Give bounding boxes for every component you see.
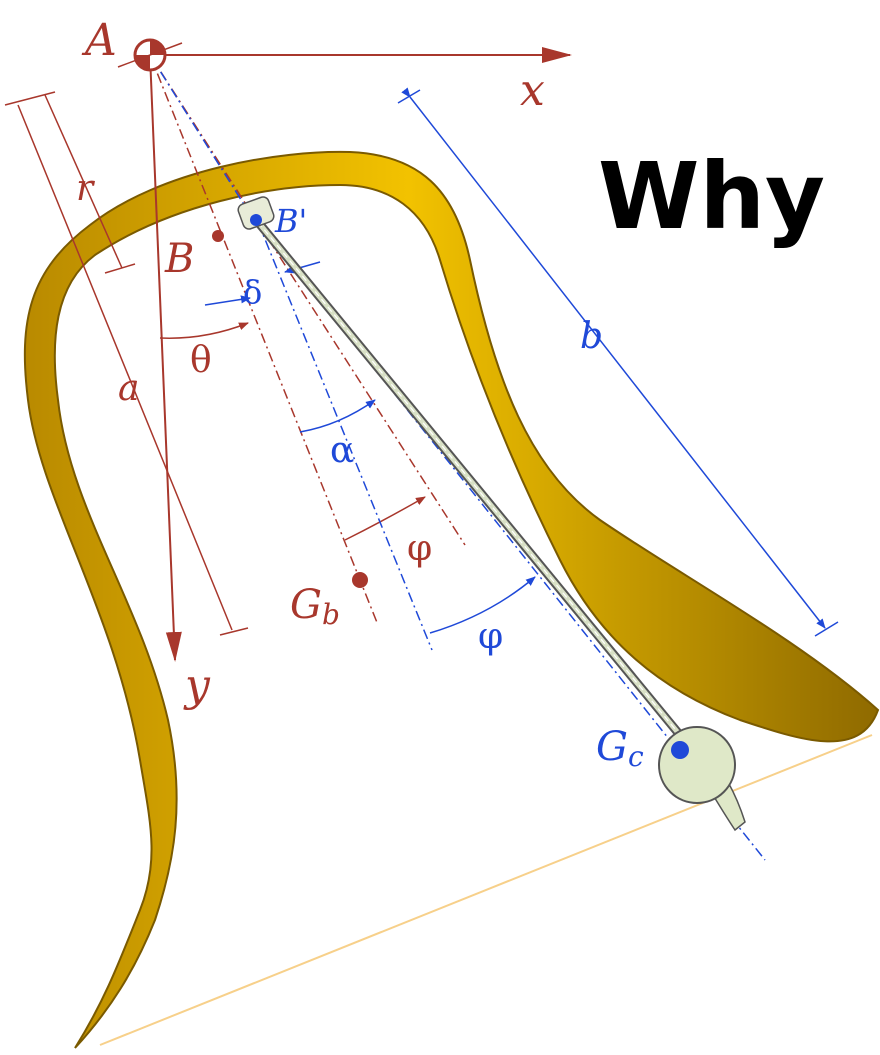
rim-line bbox=[99, 734, 873, 1046]
label-Gb: Gb bbox=[290, 582, 340, 631]
clapper-ball bbox=[658, 726, 736, 804]
label-phi-blue: φ bbox=[478, 616, 503, 657]
b-tick-top bbox=[397, 89, 421, 104]
b-dimension-line bbox=[401, 87, 826, 629]
delta-line bbox=[204, 295, 251, 306]
pivot-bracket bbox=[237, 196, 275, 230]
dim-tick-top bbox=[4, 91, 56, 106]
theta-arc bbox=[159, 322, 249, 339]
r-dimension-line bbox=[44, 94, 123, 269]
delta-line-2 bbox=[284, 261, 321, 274]
caption-why: Why bbox=[598, 143, 825, 250]
label-x: x bbox=[520, 65, 545, 116]
clapper-rest-line bbox=[149, 54, 256, 223]
point-B-prime bbox=[250, 214, 262, 226]
alpha-arc bbox=[299, 399, 376, 433]
a-dimension-line bbox=[17, 104, 233, 631]
label-phi-red: φ bbox=[407, 528, 432, 569]
label-Gc: Gc bbox=[596, 724, 644, 773]
point-A-crosshair bbox=[117, 42, 183, 68]
y-axis-line bbox=[149, 54, 182, 662]
label-delta: δ bbox=[243, 273, 262, 311]
bell-body bbox=[23, 150, 880, 1049]
b-tick-bottom bbox=[814, 621, 839, 637]
label-b: b bbox=[580, 316, 603, 357]
clapper-rod-center bbox=[257, 221, 685, 741]
dim-tick-r bbox=[104, 263, 136, 274]
dim-tick-a bbox=[219, 627, 249, 636]
label-alpha: α bbox=[330, 430, 354, 471]
label-y: y bbox=[183, 660, 211, 711]
label-r: r bbox=[76, 168, 95, 209]
phi-blue-arc bbox=[429, 576, 536, 634]
label-theta: θ bbox=[190, 340, 212, 381]
label-A: A bbox=[81, 15, 117, 66]
point-Gb bbox=[352, 572, 368, 588]
label-B-prime: B' bbox=[274, 202, 307, 240]
point-B bbox=[212, 230, 224, 242]
clapper-blue-axis-1 bbox=[257, 221, 433, 651]
phi-reference-line bbox=[149, 54, 466, 546]
point-Gc bbox=[671, 741, 689, 759]
bell-axis-line bbox=[149, 54, 379, 626]
label-a: a bbox=[118, 368, 139, 409]
label-B: B bbox=[164, 236, 194, 282]
